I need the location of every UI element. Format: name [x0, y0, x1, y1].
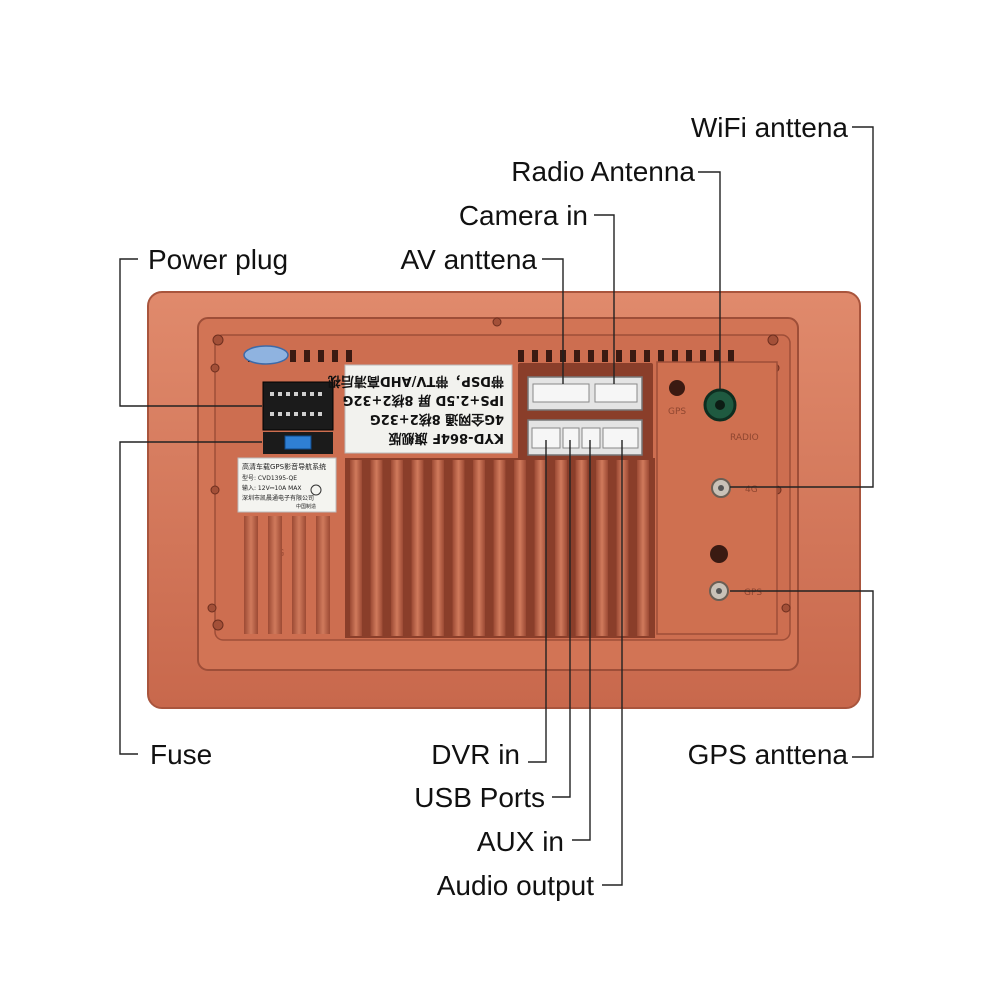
product-label: 高清车载GPS影音导航系统 型号: CVD1395-QE 输入: 12V⎓10A…: [237, 457, 337, 513]
heatsink-fin: [316, 516, 330, 634]
heatsink-fin: [575, 460, 588, 636]
heatsink-fin: [493, 460, 506, 636]
antenna-panel: GPS RADIO 4G GPS AG: [270, 361, 778, 635]
heatsink-fin: [473, 460, 485, 636]
port-text-radio: RADIO: [730, 433, 759, 443]
label-radio-antenna: Radio Antenna: [511, 156, 695, 187]
label-origin: 中国制造: [296, 503, 316, 510]
spec-sticker: KYD-864F 旗舰版 4G全网通 8核2+32G IPS+2.5D 屏 8核…: [328, 364, 513, 454]
heatsink-fin: [452, 460, 465, 636]
label-audio-output: Audio output: [436, 870, 594, 901]
heatsink-fin: [370, 460, 383, 636]
harness-connectors: [518, 363, 653, 467]
heatsink-fin: [268, 516, 282, 634]
label-wifi-antenna: WiFi anttena: [690, 112, 848, 143]
heatsink-fin: [244, 516, 258, 634]
heatsink-fin: [432, 460, 444, 636]
label-input: 输入: 12V⎓10A MAX: [242, 484, 302, 492]
heatsink-fin: [514, 460, 526, 636]
label-gps-antenna: GPS anttena: [687, 739, 848, 770]
heatsink-fin: [411, 460, 424, 636]
heatsink-fin: [637, 460, 649, 636]
heatsink-fin: [350, 460, 362, 636]
leader-lines: [119, 126, 874, 886]
heatsink-fin: [292, 516, 306, 634]
port-text-gps: GPS: [744, 588, 762, 598]
label-power-plug: Power plug: [148, 244, 289, 275]
label-fuse: Fuse: [150, 739, 213, 770]
sticker-line-1: 带DSP，带TV/AHD高清后视: [328, 373, 504, 389]
label-aux-in: AUX in: [476, 826, 564, 857]
fuse-holder: [263, 432, 333, 454]
power-plug-connector: [262, 381, 334, 431]
heatsink-fins: [345, 458, 655, 638]
heatsink-fin: [391, 460, 403, 636]
label-title: 高清车载GPS影音导航系统: [242, 462, 326, 471]
port-text-4g: 4G: [745, 485, 758, 495]
label-model: 型号: CVD1395-QE: [242, 474, 297, 482]
label-av-antenna: AV anttena: [400, 244, 537, 275]
sticker-line-4: KYD-864F 旗舰版: [389, 430, 504, 446]
brand-badge: [243, 345, 289, 365]
label-usb-ports: USB Ports: [414, 782, 545, 813]
sticker-line-3: 4G全网通 8核2+32G: [370, 411, 504, 427]
port-text-gps-top: GPS: [668, 407, 686, 417]
heatsink-fin: [596, 460, 608, 636]
heatsink-fin: [555, 460, 567, 636]
label-dvr-in: DVR in: [431, 739, 520, 770]
label-camera-in: Camera in: [458, 200, 588, 231]
lower-left-fins: [244, 516, 330, 634]
sticker-line-2: IPS+2.5D 屏 8核2+32G: [343, 392, 504, 408]
label-maker: 深圳市凯晨通电子有限公司: [242, 494, 314, 502]
heatsink-fin: [534, 460, 547, 636]
